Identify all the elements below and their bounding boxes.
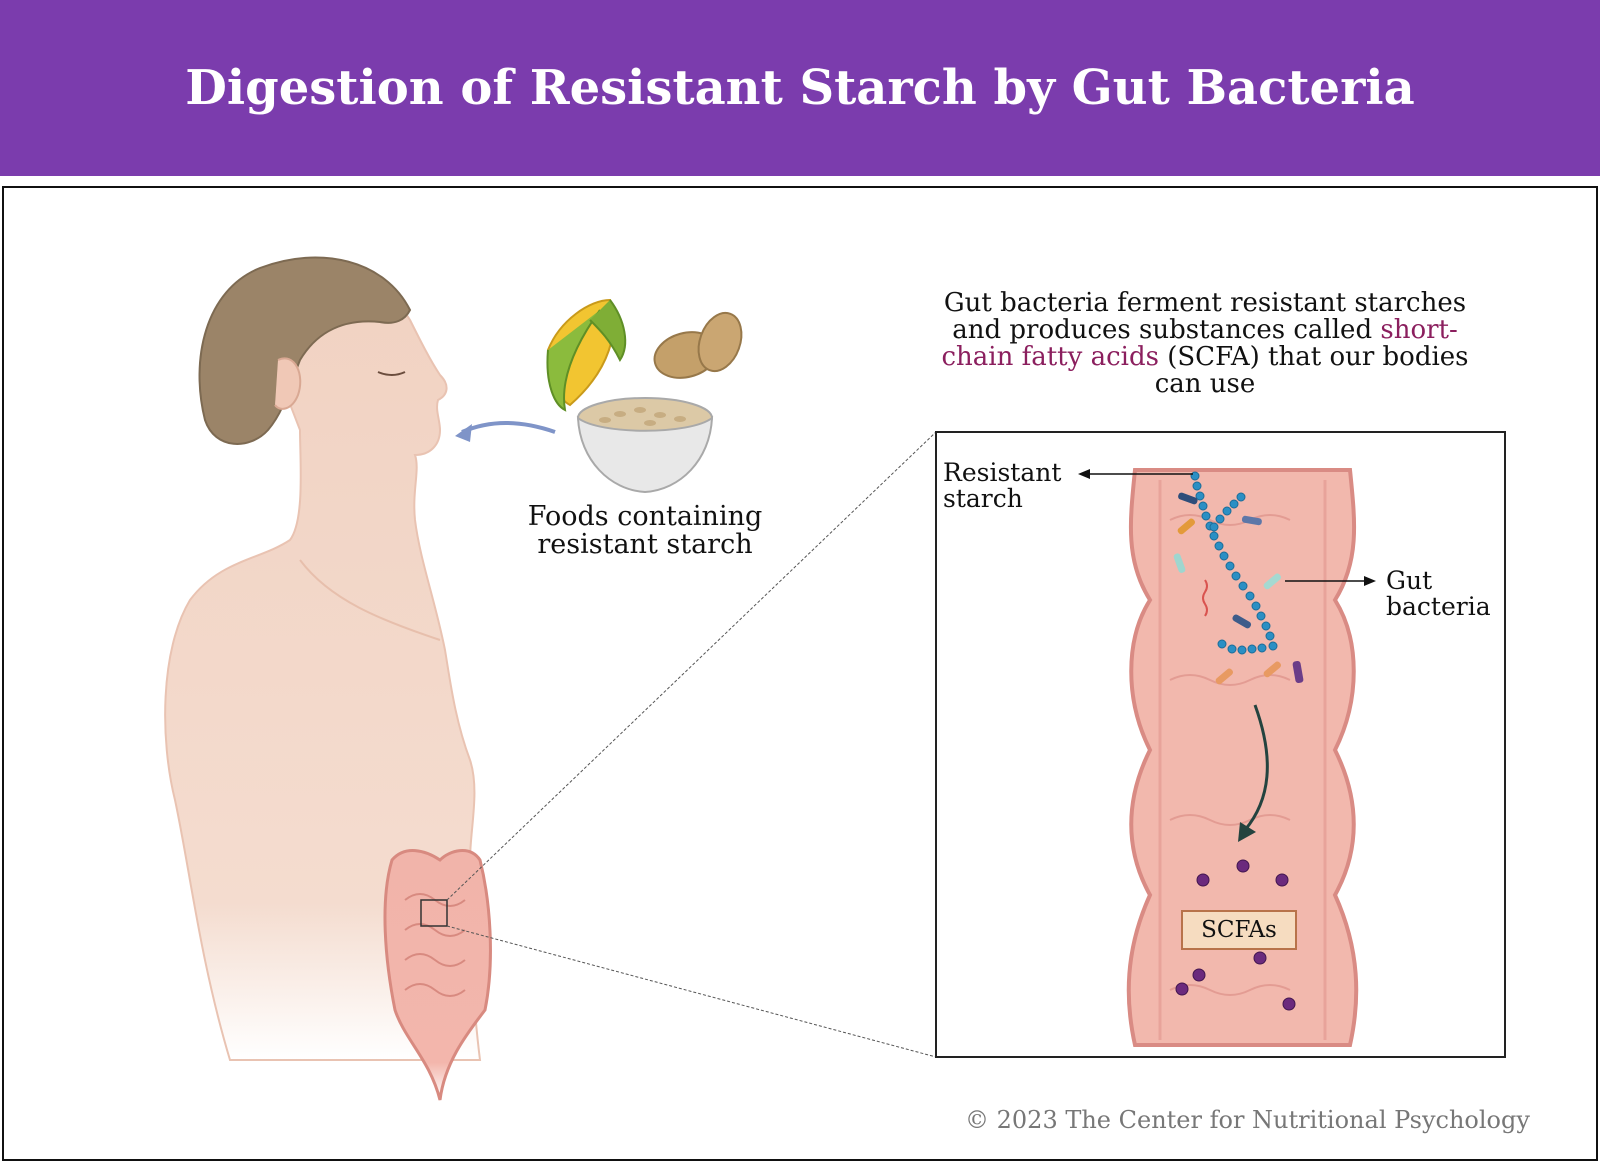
resistant-starch-line2: starch <box>943 484 1023 513</box>
description-line2: and produces substances called short- <box>925 317 1485 344</box>
hair <box>198 256 412 445</box>
description-line2a: and produces substances called <box>952 315 1381 345</box>
foods-label-line2: resistant starch <box>537 529 753 560</box>
highlight-short: short- <box>1380 315 1458 345</box>
food-arrow-head <box>455 424 472 442</box>
page-title: Digestion of Resistant Starch by Gut Bac… <box>185 60 1415 116</box>
copyright-text: © 2023 The Center for Nutritional Psycho… <box>965 1106 1530 1134</box>
intestine-icon <box>383 849 492 1101</box>
content-frame <box>2 186 1598 1161</box>
chest-line <box>299 559 441 641</box>
grain-bowl-icon <box>576 397 714 494</box>
foods-label-line1: Foods containing <box>527 501 763 532</box>
gut-bacteria-label: Gut bacteria <box>1386 568 1491 620</box>
food-arrow <box>461 421 556 434</box>
zoom-line-top <box>446 431 937 901</box>
ear <box>274 357 302 410</box>
potato-icon <box>653 311 743 379</box>
gut-bacteria-line1: Gut <box>1386 566 1433 595</box>
scfas-label: SCFAs <box>1181 910 1297 950</box>
description-text: Gut bacteria ferment resistant starches … <box>925 290 1485 398</box>
resistant-starch-label: Resistant starch <box>943 460 1061 512</box>
starch-chain-icon <box>1190 471 1278 655</box>
highlight-chain-fatty-acids: chain fatty acids <box>941 342 1159 372</box>
zoom-box <box>420 899 448 927</box>
title-banner: Digestion of Resistant Starch by Gut Bac… <box>0 0 1600 180</box>
scfa-dots <box>1175 859 1296 1011</box>
fermentation-arrow <box>1243 704 1269 831</box>
resistant-starch-line1: Resistant <box>943 458 1062 487</box>
description-line3b: (SCFA) that our bodies <box>1158 342 1469 372</box>
intestine-segment <box>1126 468 1359 1047</box>
foods-label: Foods containing resistant starch <box>510 503 780 559</box>
description-line4: can use <box>1154 369 1256 399</box>
closed-eye <box>377 371 406 376</box>
description-line1: Gut bacteria ferment resistant starches <box>943 288 1467 318</box>
gut-bacteria-line2: bacteria <box>1386 592 1491 621</box>
corn-icon <box>546 298 627 412</box>
description-line3: chain fatty acids (SCFA) that our bodies <box>925 344 1485 371</box>
zoom-line-bottom <box>446 925 937 1058</box>
bacteria-icon <box>1173 492 1304 685</box>
